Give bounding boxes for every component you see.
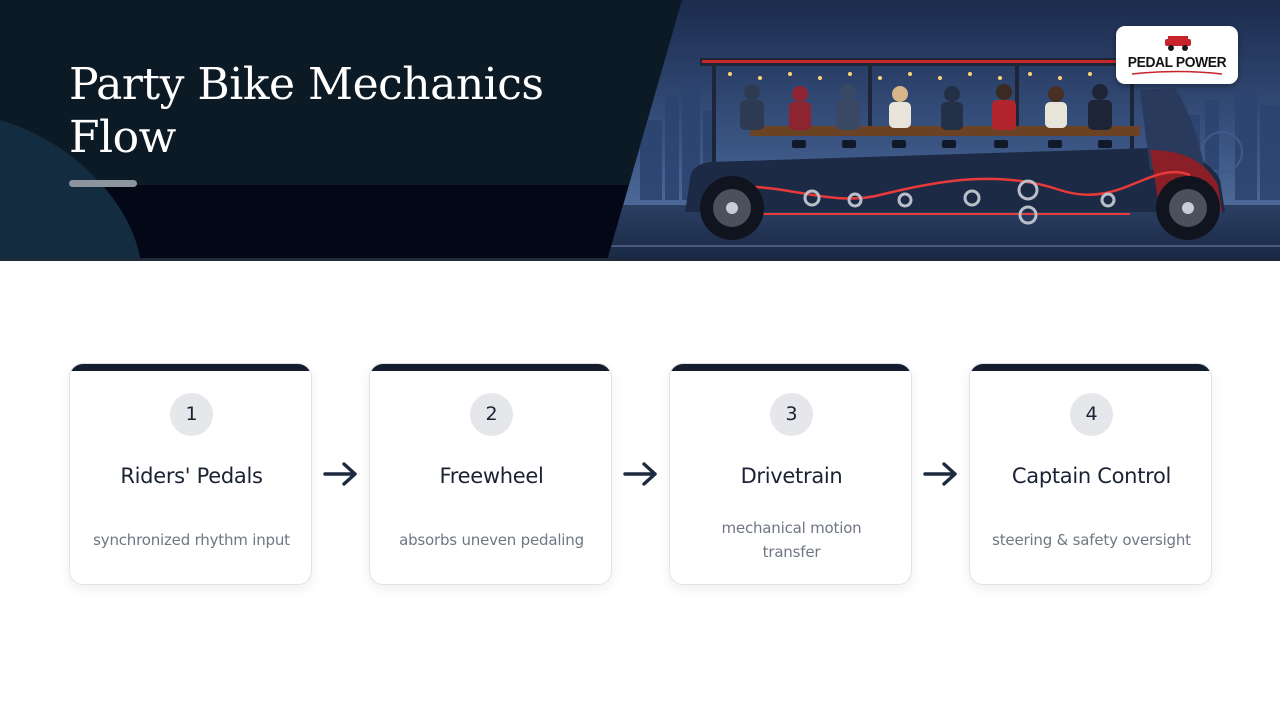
arrow-right-icon xyxy=(623,462,657,486)
flow-step-card: 4 Captain Control steering & safety over… xyxy=(969,363,1212,585)
logo-text: PEDAL POWER xyxy=(1127,54,1227,71)
title-underline xyxy=(69,180,137,187)
header-divider xyxy=(0,258,1280,261)
header-banner: Party Bike Mechanics Flow xyxy=(0,0,1280,258)
step-number-badge: 3 xyxy=(770,393,813,436)
step-number-badge: 2 xyxy=(470,393,513,436)
step-title: Captain Control xyxy=(1011,464,1172,488)
card-top-bar xyxy=(970,364,1211,371)
step-description: synchronized rhythm input xyxy=(93,531,290,549)
step-number-badge: 4 xyxy=(1070,393,1113,436)
step-title: Riders' Pedals xyxy=(120,464,263,488)
page-title: Party Bike Mechanics Flow xyxy=(69,59,544,163)
flow-step-card: 2 Freewheel absorbs uneven pedaling xyxy=(369,363,612,585)
arrow-right-icon xyxy=(923,462,957,486)
arrow-right-icon xyxy=(323,462,357,486)
step-description: absorbs uneven pedaling xyxy=(399,531,584,549)
logo-car-icon xyxy=(1165,36,1191,51)
flow-step-card: 1 Riders' Pedals synchronized rhythm inp… xyxy=(69,363,312,585)
step-description: steering & safety oversight xyxy=(992,531,1191,549)
step-description: mechanical motion transfer xyxy=(721,519,862,561)
card-top-bar xyxy=(670,364,911,371)
card-top-bar xyxy=(70,364,311,371)
flow-step-card: 3 Drivetrain mechanical motion transfer xyxy=(669,363,912,585)
step-title: Drivetrain xyxy=(740,464,843,488)
step-title: Freewheel xyxy=(439,464,544,488)
pedal-power-logo: PEDAL POWER xyxy=(1116,26,1238,84)
step-number-badge: 1 xyxy=(170,393,213,436)
party-bike-illustration xyxy=(608,58,1280,258)
card-top-bar xyxy=(370,364,611,371)
logo-swoosh xyxy=(1131,70,1223,75)
